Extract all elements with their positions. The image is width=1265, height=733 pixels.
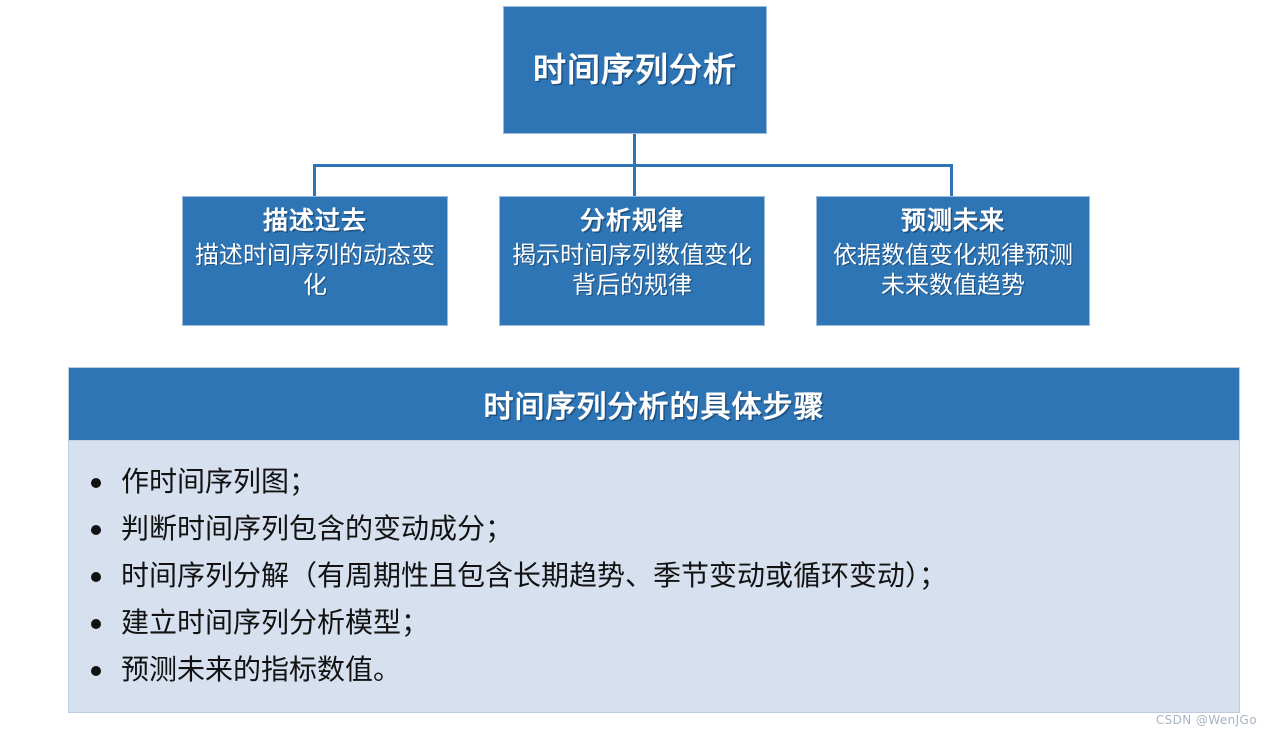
branch-node-forecast-future: 预测未来 依据数值变化规律预测未来数值趋势 (816, 196, 1090, 326)
connector-drop-right (950, 164, 953, 197)
list-item-text: 建立时间序列分析模型； (121, 608, 430, 639)
root-node-time-series-analysis: 时间序列分析 (503, 6, 767, 134)
steps-panel-title: 时间序列分析的具体步骤 (483, 391, 825, 424)
bullet-dot-icon (91, 618, 101, 629)
branch-node-describe-past: 描述过去 描述时间序列的动态变化 (182, 196, 448, 326)
steps-panel: 时间序列分析的具体步骤 作时间序列图； 判断时间序列包含的变动成分； 时间序列分… (68, 367, 1240, 713)
list-item-text: 时间序列分解（有周期性且包含长期趋势、季节变动或循环变动）； (121, 561, 948, 592)
connector-drop-middle (633, 164, 636, 197)
bullet-dot-icon (91, 571, 101, 582)
branch-node-title: 预测未来 (900, 207, 1005, 235)
branch-node-analyze-patterns: 分析规律 揭示时间序列数值变化背后的规律 (499, 196, 765, 326)
list-item: 时间序列分解（有周期性且包含长期趋势、季节变动或循环变动）； (69, 553, 1239, 600)
branch-node-body: 依据数值变化规律预测未来数值趋势 (833, 242, 1073, 300)
branch-node-title: 描述过去 (262, 207, 367, 235)
root-node-title: 时间序列分析 (533, 50, 737, 88)
list-item: 预测未来的指标数值。 (69, 647, 1239, 694)
list-item: 建立时间序列分析模型； (69, 600, 1239, 647)
csdn-watermark: CSDN @WenJGo (1155, 713, 1257, 727)
list-item: 作时间序列图； (69, 459, 1239, 506)
list-item: 判断时间序列包含的变动成分； (69, 506, 1239, 553)
branch-node-title: 分析规律 (579, 207, 684, 235)
list-item-text: 判断时间序列包含的变动成分； (121, 514, 514, 545)
bullet-dot-icon (91, 665, 101, 676)
list-item-text: 预测未来的指标数值。 (121, 655, 402, 686)
steps-panel-header: 时间序列分析的具体步骤 (69, 368, 1239, 441)
bullet-dot-icon (91, 524, 101, 535)
connector-stem-vertical (633, 134, 636, 165)
branch-node-body: 揭示时间序列数值变化背后的规律 (512, 242, 752, 300)
connector-drop-left (313, 164, 316, 197)
list-item-text: 作时间序列图； (121, 467, 318, 498)
bullet-dot-icon (91, 477, 101, 488)
steps-list: 作时间序列图； 判断时间序列包含的变动成分； 时间序列分解（有周期性且包含长期趋… (69, 441, 1239, 694)
branch-node-body: 描述时间序列的动态变化 (195, 242, 435, 300)
